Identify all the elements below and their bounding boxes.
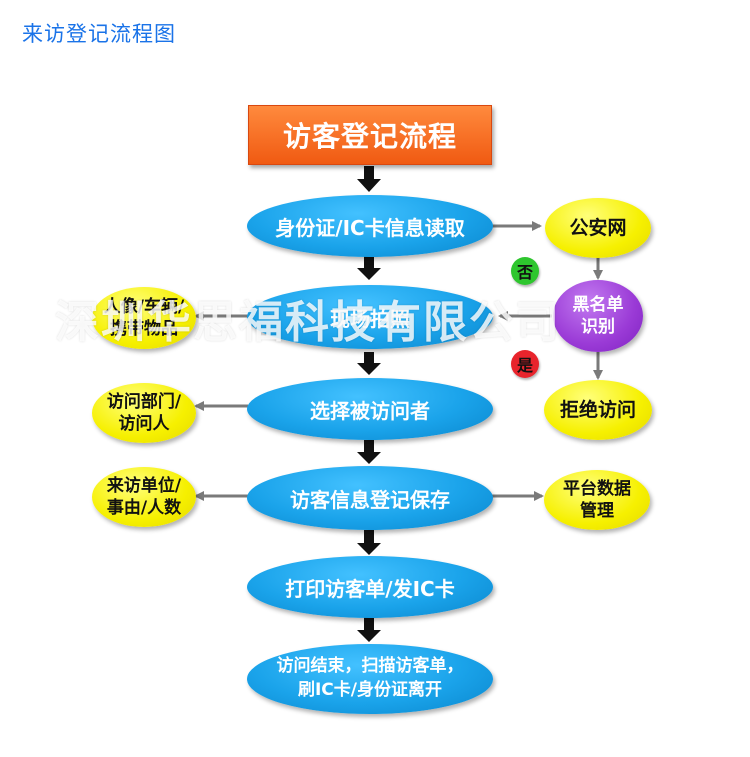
step-photo: 现场拍照 xyxy=(247,285,493,349)
side-unit-line1: 来访单位/ xyxy=(106,475,182,496)
step-select-visitee-label: 选择被访问者 xyxy=(310,398,430,423)
step-read-id: 身份证/IC卡信息读取 xyxy=(247,195,493,257)
process-title-box: 访客登记流程 xyxy=(248,105,492,165)
side-police-network: 公安网 xyxy=(545,198,651,258)
step-read-id-label: 身份证/IC卡信息读取 xyxy=(275,215,465,240)
side-identify-line2: 识别 xyxy=(581,317,615,337)
side-reject-visit: 拒绝访问 xyxy=(544,380,652,440)
side-platform-data: 平台数据 管理 xyxy=(544,470,650,530)
down-arrow-2 xyxy=(357,256,381,280)
step-save-info-label: 访客信息登记保存 xyxy=(290,487,450,512)
step-save-info: 访客信息登记保存 xyxy=(247,466,493,530)
side-platform-line1: 平台数据 xyxy=(563,478,631,499)
main-down-arrows xyxy=(357,166,381,642)
side-platform-line2: 管理 xyxy=(580,501,614,521)
step-end-line1: 访问结束，扫描访客单， xyxy=(276,656,464,677)
side-identify-line1: 黑名单 xyxy=(572,294,624,315)
side-police-label: 公安网 xyxy=(569,216,627,239)
step-print-card-label: 打印访客单/发IC卡 xyxy=(285,576,455,601)
side-reject-label: 拒绝访问 xyxy=(559,398,636,421)
badge-no: 否 xyxy=(511,257,539,285)
side-portrait-line2: 携带物品 xyxy=(110,319,178,339)
badge-yes: 是 xyxy=(511,350,539,378)
down-arrow-5 xyxy=(357,530,381,555)
page-title: 来访登记流程图 xyxy=(22,22,176,46)
side-blacklist-identify: 黑名单 识别 xyxy=(553,280,643,352)
side-visit-dept: 访问部门/ 访问人 xyxy=(92,383,196,443)
step-select-visitee: 选择被访问者 xyxy=(247,378,493,440)
down-arrow-3 xyxy=(357,352,381,375)
side-visitor-unit: 来访单位/ 事由/人数 xyxy=(92,467,196,527)
side-portrait-line1: 人像/车辆/ xyxy=(103,296,185,317)
step-photo-label: 现场拍照 xyxy=(330,306,410,331)
step-print-card: 打印访客单/发IC卡 xyxy=(247,556,493,618)
side-arrows xyxy=(194,221,603,501)
side-dept-line2: 访问人 xyxy=(118,414,170,434)
step-end-line2: 刷IC卡/身份证离开 xyxy=(297,680,442,700)
side-dept-line1: 访问部门/ xyxy=(106,391,182,412)
side-portrait-vehicle: 人像/车辆/ 携带物品 xyxy=(92,287,196,349)
down-arrow-6 xyxy=(357,617,381,642)
step-end-visit: 访问结束，扫描访客单， 刷IC卡/身份证离开 xyxy=(247,644,493,714)
down-arrow-1 xyxy=(357,166,381,192)
side-unit-line2: 事由/人数 xyxy=(106,498,182,518)
down-arrow-4 xyxy=(357,440,381,464)
